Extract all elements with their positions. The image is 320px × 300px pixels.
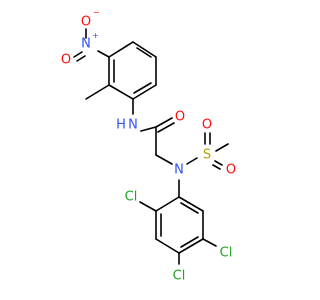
bond-lines <box>73 28 229 265</box>
sulfonamide-nitrogen-label: N <box>174 163 184 178</box>
amide-nitrogen-label: N <box>128 118 138 133</box>
carbonyl-oxygen-label: O <box>175 110 185 125</box>
bond <box>155 117 173 128</box>
structure-drawing: O − N + O N H O N S O O Cl Cl <box>61 8 236 284</box>
bond <box>178 196 204 212</box>
bond <box>157 122 175 133</box>
bond <box>136 47 152 58</box>
amide-hydrogen-label: H <box>116 118 126 133</box>
chlorine-ortho-label: Cl <box>125 190 138 205</box>
nitro-oxygen-top-label: O <box>81 15 91 30</box>
bond <box>180 236 199 248</box>
bond <box>73 51 83 58</box>
chlorine-para-label: Cl <box>173 269 186 284</box>
bond <box>140 126 157 132</box>
bond <box>214 160 223 166</box>
bond <box>85 84 110 100</box>
bond <box>202 238 217 247</box>
molecule-diagram: O − N + O N H O N S O O Cl Cl <box>60 8 237 284</box>
bond <box>155 196 180 212</box>
bond <box>76 55 86 62</box>
nitro-nitrogen-charge: + <box>92 31 99 40</box>
atom-labels: O − N + O N H O N S O O Cl Cl <box>61 8 236 284</box>
bond <box>155 238 180 254</box>
bond <box>132 41 157 58</box>
bond <box>215 143 229 152</box>
bond <box>212 164 221 170</box>
bond <box>180 202 199 214</box>
nitro-oxygen-charge: − <box>93 8 100 17</box>
bond <box>108 84 134 100</box>
nitro-oxygen-left-label: O <box>61 53 71 68</box>
bond <box>178 238 204 254</box>
nitro-nitrogen-label: N <box>81 37 91 52</box>
bond <box>186 157 198 165</box>
bond <box>97 50 110 58</box>
bond <box>132 84 157 100</box>
sulfonyl-oxygen-top-label: O <box>202 118 212 133</box>
bond <box>139 201 157 212</box>
chlorine-meta-label: Cl <box>220 246 233 261</box>
sulfonyl-oxygen-bottom-label: O <box>226 163 236 178</box>
bond <box>108 41 134 58</box>
sulfur-label: S <box>203 148 211 163</box>
bond <box>155 154 173 165</box>
bond <box>133 82 152 94</box>
